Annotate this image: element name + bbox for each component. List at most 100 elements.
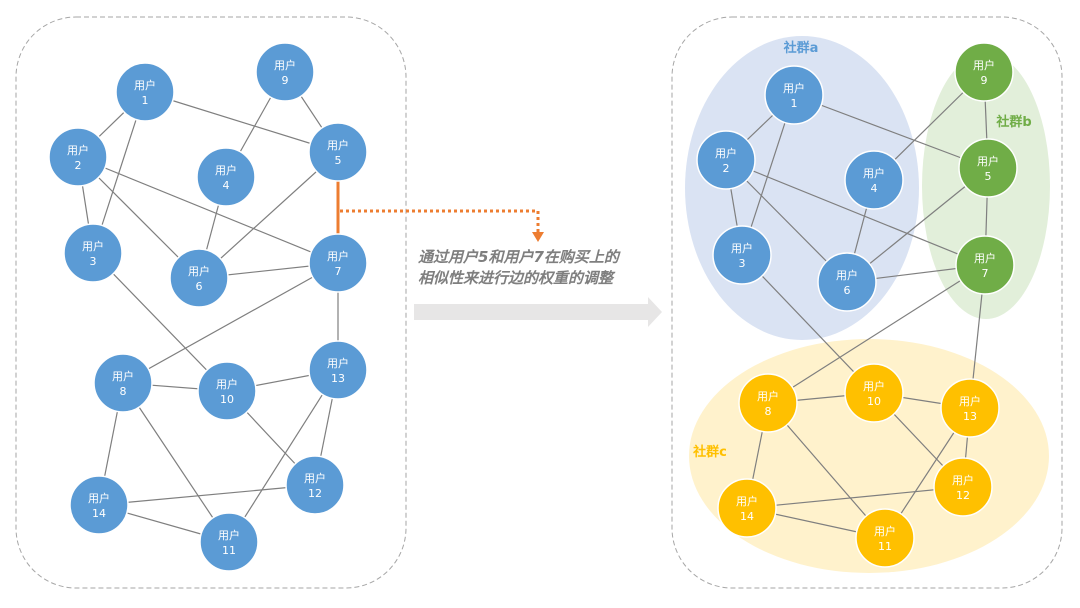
node-label: 用户: [736, 494, 758, 508]
right-node-6-circle[interactable]: [817, 252, 877, 312]
right-node-1[interactable]: 用户1: [764, 65, 824, 125]
node-label: 用户: [974, 251, 996, 265]
node-label: 用户: [215, 163, 237, 177]
node-label: 用户: [188, 264, 210, 278]
right-node-14-circle[interactable]: [717, 478, 777, 538]
node-number: 3: [739, 257, 746, 270]
right-edge-3-10: [741, 254, 875, 394]
node-label: 用户: [327, 249, 349, 263]
left-node-9-circle[interactable]: [255, 42, 315, 102]
left-node-9[interactable]: 用户9: [255, 42, 315, 102]
node-number: 7: [335, 265, 342, 278]
left-node-13-circle[interactable]: [308, 340, 368, 400]
node-label: 用户: [757, 389, 779, 403]
right-node-7-circle[interactable]: [955, 235, 1015, 295]
node-label: 用户: [731, 241, 753, 255]
right-node-13-circle[interactable]: [940, 378, 1000, 438]
right-node-11-circle[interactable]: [855, 508, 915, 568]
node-number: 9: [981, 74, 988, 87]
node-label: 用户: [88, 491, 110, 505]
node-number: 4: [871, 182, 878, 195]
left-node-4[interactable]: 用户4: [196, 147, 256, 207]
node-number: 9: [282, 74, 289, 87]
left-node-8-circle[interactable]: [93, 353, 153, 413]
left-graph-frame: [15, 16, 407, 589]
right-node-12-circle[interactable]: [933, 457, 993, 517]
left-node-14-circle[interactable]: [69, 475, 129, 535]
node-number: 8: [765, 405, 772, 418]
left-node-7-circle[interactable]: [308, 233, 368, 293]
right-node-3-circle[interactable]: [712, 225, 772, 285]
node-number: 11: [878, 540, 892, 553]
left-node-11-circle[interactable]: [199, 512, 259, 572]
right-node-4[interactable]: 用户 4: [844, 150, 904, 210]
community-b-label: 社群b: [995, 114, 1031, 130]
left-node-1[interactable]: 用户 1: [115, 62, 175, 122]
right-node-3[interactable]: 用户 3: [712, 225, 772, 285]
left-node-6-circle[interactable]: [169, 248, 229, 308]
left-node-8[interactable]: 用户8: [93, 353, 153, 413]
node-number: 11: [222, 544, 236, 557]
right-node-7[interactable]: 用户7: [955, 235, 1015, 295]
right-edge-8-11: [767, 402, 886, 539]
right-node-4-circle[interactable]: [844, 150, 904, 210]
dotted-connector: [340, 209, 540, 233]
node-number: 10: [867, 395, 881, 408]
left-edge-1-5: [144, 91, 339, 153]
left-node-3[interactable]: 用户3: [63, 223, 123, 283]
left-node-5[interactable]: 用户5: [308, 122, 368, 182]
left-edge-14-12: [98, 484, 316, 506]
node-label: 用户: [304, 471, 326, 485]
node-number: 1: [142, 94, 149, 107]
left-node-1-circle[interactable]: [115, 62, 175, 122]
node-label: 用户: [783, 81, 805, 95]
right-node-8[interactable]: 用户 8: [738, 373, 798, 433]
node-label: 用户: [67, 143, 89, 157]
left-edge-3-10: [92, 252, 228, 392]
left-node-2[interactable]: 用户2: [48, 127, 108, 187]
right-edge-1-5: [793, 94, 989, 169]
node-label: 用户: [959, 394, 981, 408]
right-node-9-circle[interactable]: [954, 42, 1014, 102]
left-edge-8-11: [122, 382, 230, 543]
right-node-10-circle[interactable]: [844, 363, 904, 423]
left-node-4-circle[interactable]: [196, 147, 256, 207]
node-label: 用户: [218, 528, 240, 542]
right-node-1-circle[interactable]: [764, 65, 824, 125]
left-node-11[interactable]: 用户 11: [199, 512, 259, 572]
node-label: 用户: [216, 377, 238, 391]
node-label: 用户: [134, 78, 156, 92]
node-number: 8: [120, 385, 127, 398]
left-node-12-circle[interactable]: [285, 455, 345, 515]
right-node-9[interactable]: 用户9: [954, 42, 1014, 102]
left-node-2-circle[interactable]: [48, 127, 108, 187]
right-edge-5-6: [846, 167, 989, 283]
adjustment-caption: 通过用户5和用户7在购买上的 相似性来进行边的权重的调整: [418, 247, 668, 289]
left-node-5-circle[interactable]: [308, 122, 368, 182]
node-number: 6: [196, 280, 203, 293]
left-node-3-circle[interactable]: [63, 223, 123, 283]
right-edge-7-8: [767, 264, 986, 404]
right-node-5[interactable]: 用户5: [958, 138, 1018, 198]
right-node-8-circle[interactable]: [738, 373, 798, 433]
right-node-6[interactable]: 用户6: [817, 252, 877, 312]
caption-line-2: 相似性来进行边的权重的调整: [418, 269, 614, 287]
right-node-5-circle[interactable]: [958, 138, 1018, 198]
left-node-10-circle[interactable]: [197, 361, 257, 421]
node-label: 用户: [863, 166, 885, 180]
left-edge-13-11: [228, 369, 339, 543]
left-node-7[interactable]: 用户 7: [308, 233, 368, 293]
right-node-2[interactable]: 用户2: [696, 130, 756, 190]
left-node-6[interactable]: 用户 6: [169, 248, 229, 308]
right-node-2-circle[interactable]: [696, 130, 756, 190]
